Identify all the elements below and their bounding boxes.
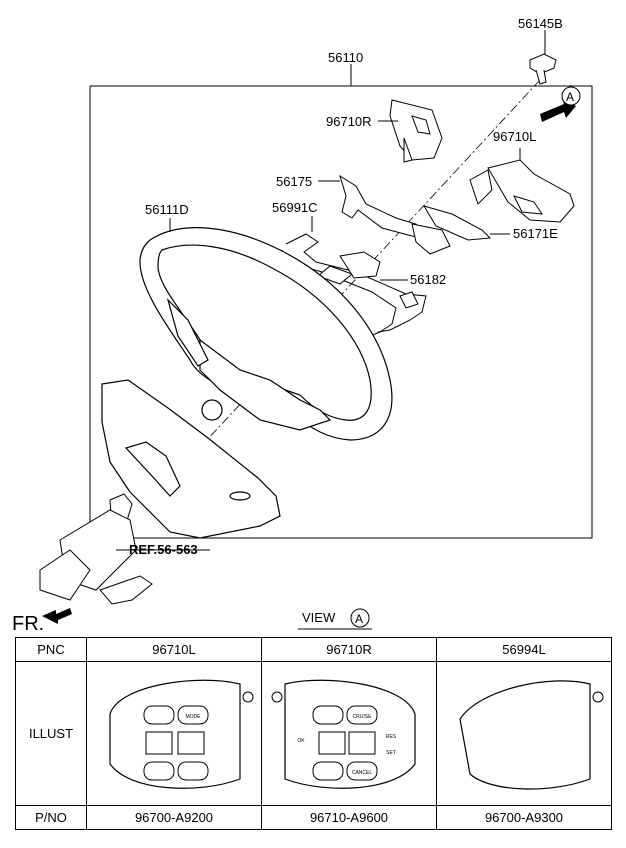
callout-56111D: 56111D bbox=[145, 202, 189, 217]
bolt-part bbox=[529, 53, 557, 85]
center-axis bbox=[169, 79, 541, 481]
callout-56171E: 56171E bbox=[513, 226, 558, 241]
reference-label: REF.56-563 bbox=[129, 542, 198, 557]
pnc-header: PNC bbox=[15, 637, 87, 662]
illust-blank-cover bbox=[436, 661, 612, 806]
mode-label: MODE bbox=[186, 714, 202, 720]
callout-56110: 56110 bbox=[328, 50, 364, 65]
switch-left-part bbox=[469, 159, 575, 223]
res-label: RES bbox=[386, 734, 397, 740]
callout-56182: 56182 bbox=[410, 272, 447, 287]
assembly-frame bbox=[89, 85, 593, 539]
pnc-col-3: 56994L bbox=[436, 637, 612, 662]
table-illust-row: ILLUST MODE CRUISE bbox=[15, 661, 612, 806]
pnc-col-2: 96710R bbox=[261, 637, 437, 662]
ok-label: OK bbox=[297, 738, 305, 744]
callout-96710R: 96710R bbox=[326, 114, 372, 129]
callout-56991C: 56991C bbox=[272, 200, 318, 215]
parts-table: PNC 96710L 96710R 56994L ILLUST MODE bbox=[15, 637, 612, 830]
pno-col-3: 96700-A9300 bbox=[436, 805, 612, 830]
illust-header: ILLUST bbox=[15, 661, 87, 806]
cruise-label: CRUISE bbox=[353, 714, 373, 720]
cancel-label: CANCEL bbox=[352, 770, 373, 776]
illust-left-switch: MODE bbox=[86, 661, 262, 806]
pno-col-1: 96700-A9200 bbox=[86, 805, 262, 830]
table-header-row: PNC 96710L 96710R 56994L bbox=[15, 637, 612, 662]
view-label: VIEW bbox=[302, 610, 336, 625]
connector-part bbox=[339, 251, 381, 279]
set-label: SET bbox=[386, 750, 396, 756]
steering-wheel-part bbox=[139, 227, 393, 441]
callout-56175: 56175 bbox=[276, 174, 313, 189]
pnc-col-1: 96710L bbox=[86, 637, 262, 662]
callout-96710L: 96710L bbox=[493, 129, 537, 144]
pno-col-2: 96710-A9600 bbox=[261, 805, 437, 830]
steering-wheel-exploded-diagram bbox=[39, 30, 593, 630]
illust-right-switch: CRUISE OK RES SET CANCEL bbox=[261, 661, 437, 806]
airbag-cover-part bbox=[101, 379, 281, 539]
cover-part bbox=[422, 205, 492, 241]
view-marker-a: A bbox=[566, 90, 575, 104]
table-partno-row: P/NO 96700-A9200 96710-A9600 96700-A9300 bbox=[15, 805, 612, 830]
steering-column-part bbox=[39, 493, 153, 605]
switch-right-part bbox=[389, 99, 443, 163]
callout-56145B: 56145B bbox=[518, 16, 563, 31]
front-label: FR. bbox=[12, 613, 45, 635]
front-arrow bbox=[42, 608, 72, 624]
bracket-part bbox=[339, 174, 451, 255]
pno-header: P/NO bbox=[15, 805, 87, 830]
view-label-marker: A bbox=[355, 612, 364, 626]
